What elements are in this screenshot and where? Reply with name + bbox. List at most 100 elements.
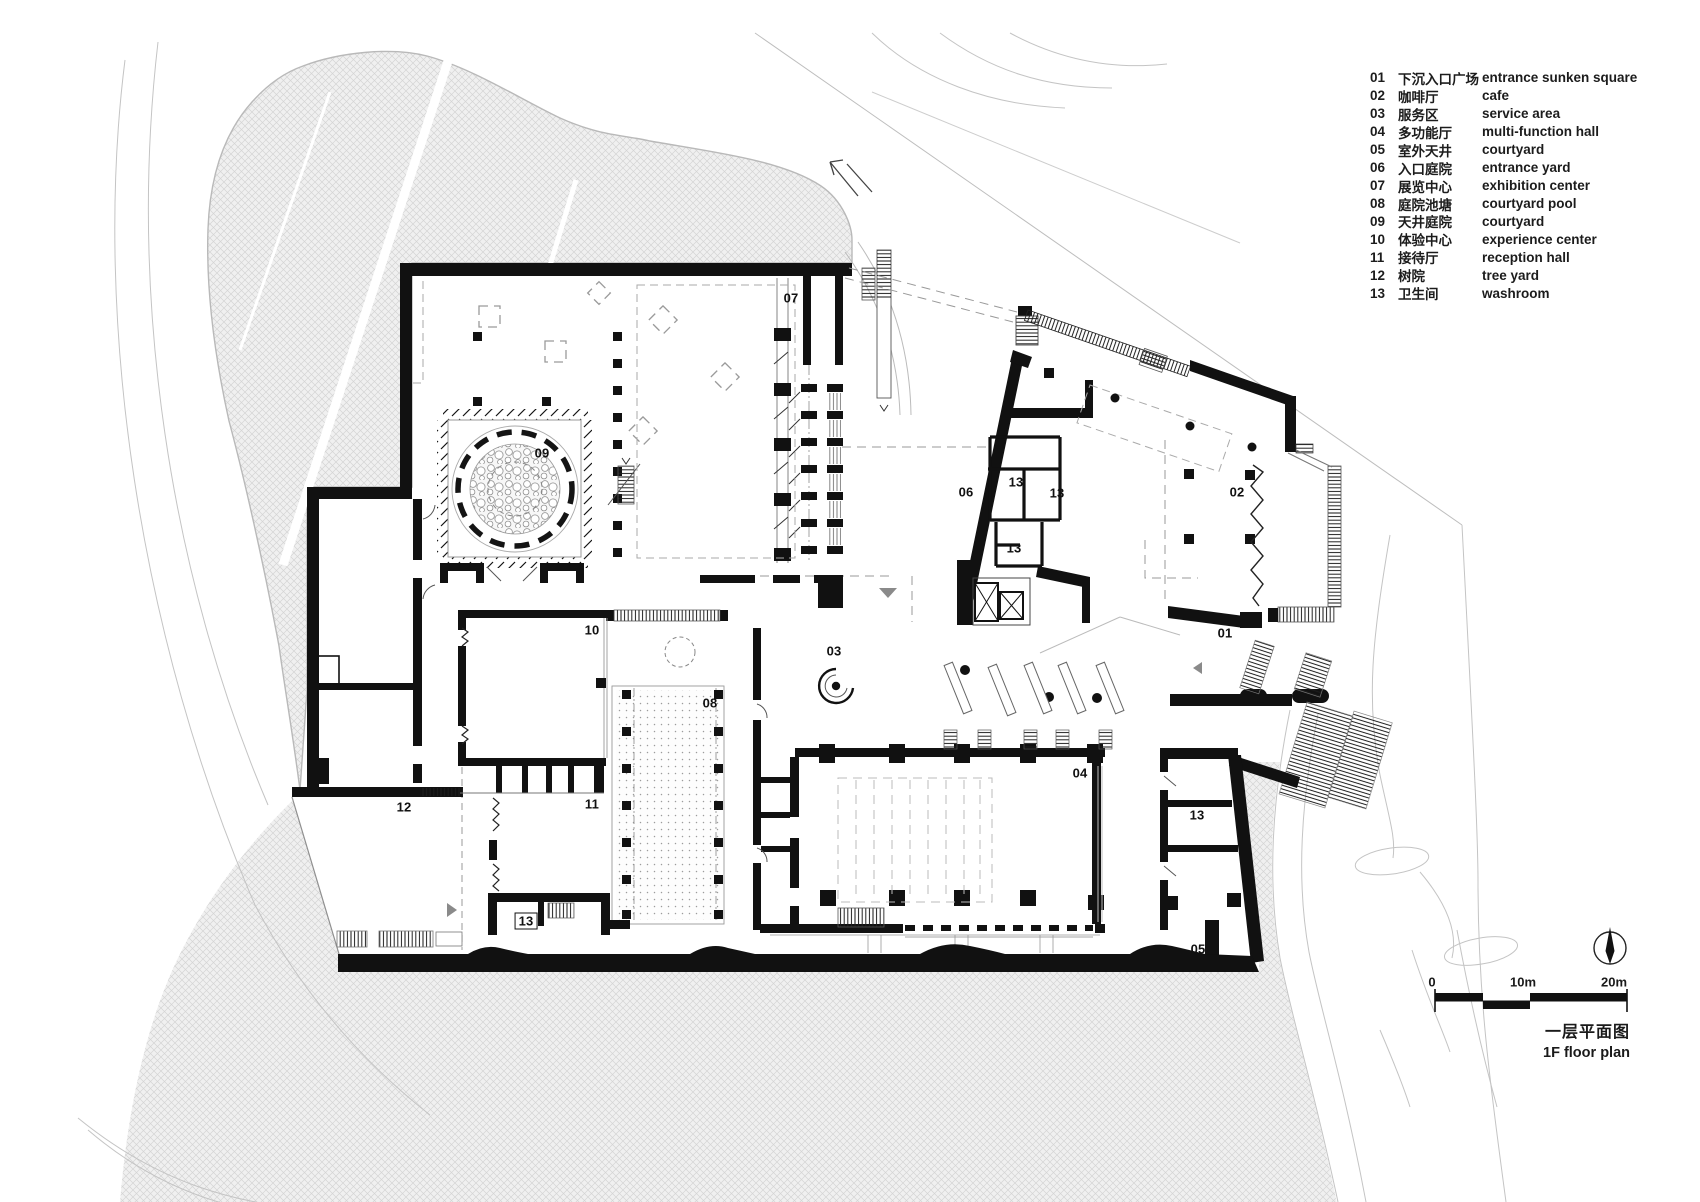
legend-zh: 庭院池塘 xyxy=(1398,197,1452,213)
legend-en: entrance sunken square xyxy=(1482,70,1638,86)
tree-yard-terrace xyxy=(291,767,463,955)
room-label-06: 06 xyxy=(958,484,974,500)
legend-en: courtyard pool xyxy=(1482,196,1577,212)
legend-en: tree yard xyxy=(1482,267,1540,283)
legend-code: 10 xyxy=(1370,231,1386,247)
cafe-wing xyxy=(961,306,1342,628)
legend-code: 11 xyxy=(1370,249,1385,265)
plan-title-zh: 一层平面图 xyxy=(1544,1024,1630,1041)
room-label-12: 12 xyxy=(396,799,412,815)
legend-en: exhibition center xyxy=(1482,178,1591,194)
washroom-13-se xyxy=(1160,748,1264,963)
exhibition-hall-walls xyxy=(292,263,852,797)
room-label-07: 07 xyxy=(783,290,799,306)
room-label-05: 05 xyxy=(1190,941,1206,957)
legend-row-04: 04 多功能厅 multi-function hall xyxy=(1370,123,1640,141)
legend-zh: 体验中心 xyxy=(1398,233,1452,249)
room-label-13: 13 xyxy=(1008,474,1024,490)
legend-zh: 入口庭院 xyxy=(1398,161,1452,177)
room-label-13: 13 xyxy=(514,912,538,930)
legend-zh: 室外天井 xyxy=(1398,143,1452,159)
legend-zh: 下沉入口广场 xyxy=(1398,71,1479,87)
experience-center-10 xyxy=(458,610,608,892)
courtyard-pool xyxy=(604,609,728,929)
legend-en: washroom xyxy=(1482,285,1550,301)
room-label-08: 08 xyxy=(702,695,718,711)
scale-tick-20m: 20m xyxy=(1600,974,1628,990)
room-label-03: 03 xyxy=(826,643,842,659)
legend-code: 04 xyxy=(1370,124,1386,140)
legend-row-07: 07 展览中心 exhibition center xyxy=(1370,177,1640,195)
legend-en: cafe xyxy=(1482,88,1510,104)
room-label-13: 13 xyxy=(1006,540,1022,556)
room-label-13: 13 xyxy=(1049,485,1065,501)
entrance-yard-screen xyxy=(788,365,843,560)
legend-row-05: 05 室外天井 courtyard xyxy=(1370,141,1640,159)
multi-function-hall xyxy=(753,628,1105,938)
legend-zh: 卫生间 xyxy=(1398,287,1439,303)
legend-code: 08 xyxy=(1370,196,1386,212)
legend-zh: 多功能厅 xyxy=(1398,125,1452,141)
room-label-01: 01 xyxy=(1217,625,1233,641)
elevator-core xyxy=(957,560,1031,626)
legend-code: 13 xyxy=(1370,285,1386,301)
legend-row-09: 09 天井庭院 courtyard xyxy=(1370,213,1640,231)
room-label-09: 09 xyxy=(534,445,550,461)
legend-code: 07 xyxy=(1370,178,1386,194)
entrance-arrow-icon xyxy=(1193,662,1202,674)
legend-en: entrance yard xyxy=(1482,160,1571,176)
legend-zh: 树院 xyxy=(1398,269,1425,285)
legend-row-11: 11 接待厅 reception hall xyxy=(1370,248,1640,267)
legend-row-02: 02 咖啡厅 cafe xyxy=(1370,87,1640,105)
north-arrow-icon xyxy=(1593,927,1627,965)
plan-title-en: 1F floor plan xyxy=(1543,1045,1630,1061)
outdoor-courtyard-05 xyxy=(338,920,1259,972)
service-area-03 xyxy=(700,575,897,705)
legend-en: reception hall xyxy=(1482,249,1570,265)
exhibit-pedestals xyxy=(478,280,741,447)
room-label-04: 04 xyxy=(1072,765,1088,781)
legend-zh: 展览中心 xyxy=(1398,179,1452,195)
hall-dashed-guides xyxy=(413,281,796,559)
room-label-13: 13 xyxy=(1189,807,1205,823)
room-label-10: 10 xyxy=(584,622,600,638)
sunken-square-01 xyxy=(943,616,1393,810)
legend-code: 01 xyxy=(1370,70,1386,86)
washroom-13-sw xyxy=(488,893,610,935)
legend-row-10: 10 体验中心 experience center xyxy=(1370,230,1640,249)
site-hatch-area xyxy=(120,50,1367,1202)
door-swings xyxy=(422,504,1177,877)
hall-columns xyxy=(473,332,622,557)
room-label-02: 02 xyxy=(1229,484,1245,500)
courtyard-09 xyxy=(437,409,592,568)
legend-row-13: 13 卫生间 washroom xyxy=(1370,284,1640,303)
legend-code: 12 xyxy=(1370,267,1386,283)
legend-code: 09 xyxy=(1370,213,1386,229)
legend-code: 02 xyxy=(1370,88,1386,104)
legend-row-08: 08 庭院池塘 courtyard pool xyxy=(1370,195,1640,213)
legend-code: 05 xyxy=(1370,142,1386,158)
legend-en: experience center xyxy=(1482,231,1597,247)
legend-code: 03 xyxy=(1370,106,1386,122)
scale-bar xyxy=(1434,989,1628,1012)
direction-arrow-icon xyxy=(447,903,457,917)
room-label-11: 11 xyxy=(584,796,600,812)
legend-code: 06 xyxy=(1370,160,1386,176)
legend-en: courtyard xyxy=(1482,213,1545,229)
legend-zh: 咖啡厅 xyxy=(1398,89,1439,105)
legend-zh: 接待厅 xyxy=(1398,251,1439,267)
legend-zh: 天井庭院 xyxy=(1398,215,1452,231)
legend-en: courtyard xyxy=(1482,142,1545,158)
hall-window-wall xyxy=(773,278,791,563)
legend-row-12: 12 树院 tree yard xyxy=(1370,266,1640,285)
legend-en: service area xyxy=(1482,106,1561,122)
legend-en: multi-function hall xyxy=(1482,124,1599,140)
scale-tick-0: 0 xyxy=(1428,974,1436,990)
plan-title: 一层平面图 1F floor plan xyxy=(1543,1018,1630,1061)
hall-stair xyxy=(607,457,641,506)
